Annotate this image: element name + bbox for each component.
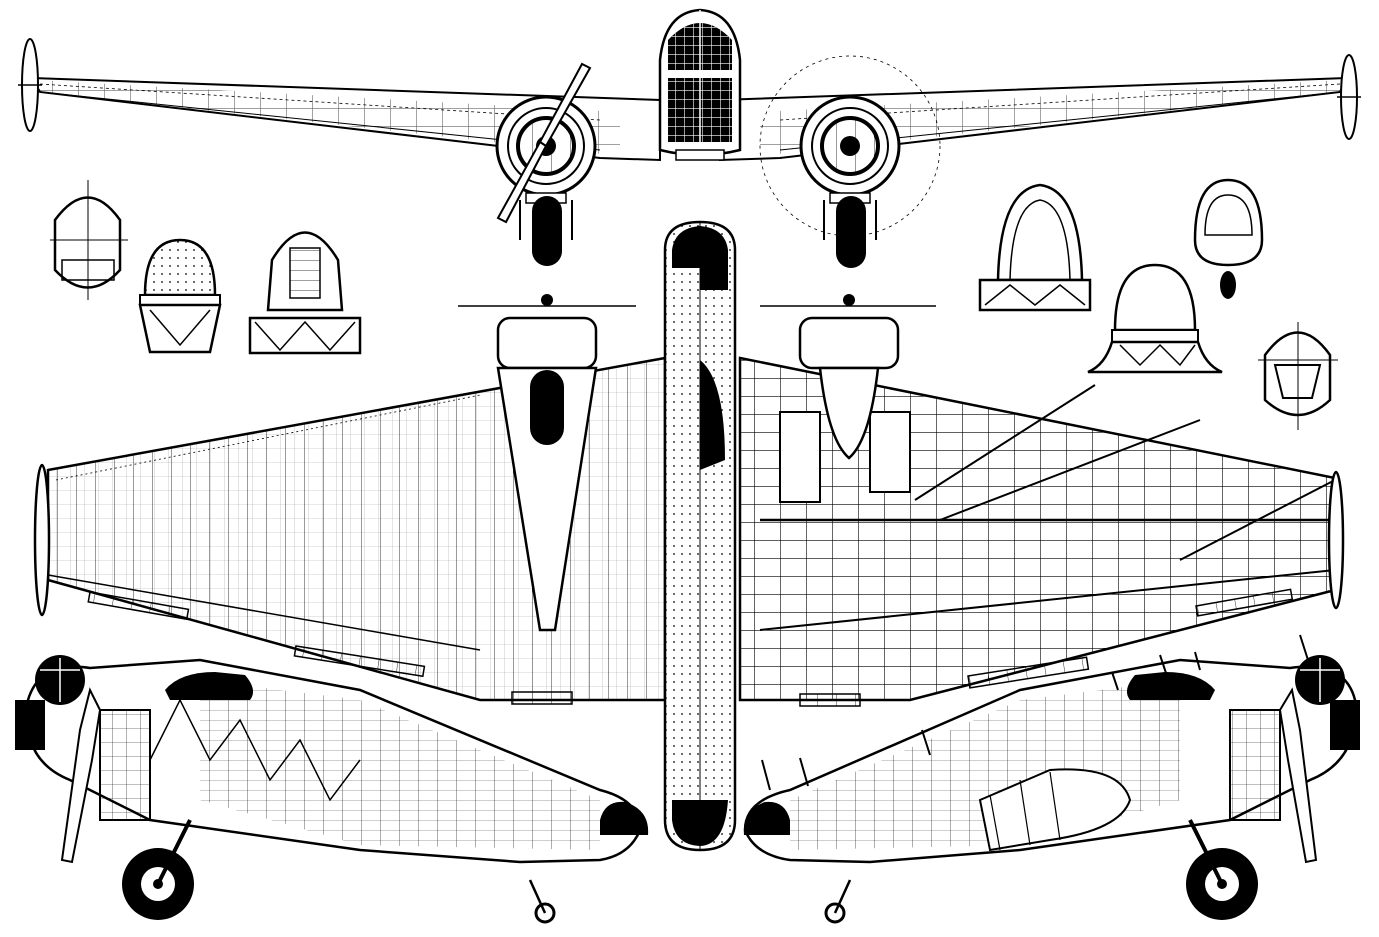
section-detail-2 — [138, 238, 222, 354]
plan-left-wingtip — [33, 463, 51, 617]
plan-left-nacelle — [458, 294, 636, 632]
section-detail-1 — [50, 180, 128, 300]
plan-right-nacelle — [760, 294, 936, 460]
side-view-left — [15, 655, 649, 924]
section-detail-3 — [248, 231, 362, 355]
front-left-engine — [495, 62, 597, 266]
section-detail-7 — [1258, 322, 1338, 430]
section-detail-6 — [1193, 178, 1264, 299]
plan-view — [33, 220, 1345, 852]
section-details — [50, 178, 1338, 430]
side-view-right — [743, 634, 1360, 924]
front-right-engine — [759, 55, 941, 268]
section-detail-4 — [978, 183, 1092, 312]
front-view — [18, 8, 1361, 268]
section-detail-5 — [1087, 263, 1223, 374]
plan-right-wingtip — [1327, 470, 1345, 610]
